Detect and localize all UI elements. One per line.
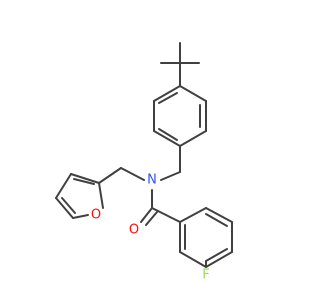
bond [145, 211, 158, 226]
bond [73, 178, 95, 185]
molecule-structure: N O O F [55, 42, 233, 283]
atom-o-furan: O [91, 208, 101, 223]
atom-label-n: N [147, 173, 157, 188]
bond [55, 197, 74, 219]
bond [140, 207, 153, 223]
bond [98, 182, 104, 209]
bond [205, 213, 228, 227]
bond [179, 251, 207, 268]
atom-n: N [147, 173, 157, 188]
bond [61, 197, 76, 214]
atom-o-carbonyl: O [129, 223, 139, 238]
bond [179, 130, 207, 147]
bond [158, 128, 178, 141]
atom-label-o: O [91, 208, 101, 223]
bond [153, 130, 181, 147]
atom-f: F [202, 268, 209, 283]
bond [120, 167, 145, 181]
bond [205, 251, 233, 268]
atom-label-f: F [202, 268, 209, 283]
bond [55, 173, 72, 199]
bond [153, 85, 181, 102]
benzene-ring-lower [179, 207, 233, 268]
bond [70, 173, 100, 184]
bond [179, 207, 207, 223]
bond [160, 171, 181, 181]
furan-ring [55, 173, 104, 219]
atom-label-o: O [129, 223, 139, 238]
bond [98, 167, 122, 184]
bond [179, 85, 207, 102]
bond [205, 248, 228, 262]
bond [158, 92, 178, 104]
tert-butyl-group [160, 42, 200, 87]
benzene-ring-upper [153, 85, 207, 147]
bond [72, 214, 89, 219]
bond [151, 207, 181, 223]
bond [205, 207, 233, 223]
